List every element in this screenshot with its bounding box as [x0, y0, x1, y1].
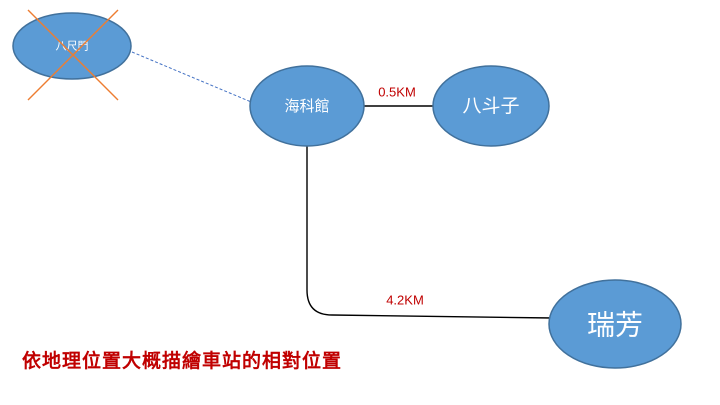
station-ellipse: [548, 279, 682, 369]
distance-label-haikeguan-ruifang: 4.2KM: [386, 293, 424, 308]
station-ellipse: [249, 65, 365, 147]
station-node-haikeguan: 海科館: [249, 65, 365, 147]
station-label-ruifang: 瑞芳: [587, 309, 643, 342]
dashed-link-bachimen-haikeguan: [131, 51, 257, 105]
link-haikeguan-ruifang: [306, 146, 554, 319]
station-node-ruifang: 瑞芳: [548, 279, 682, 369]
station-node-bachimen: 八尺門: [12, 9, 132, 101]
station-ellipse: [12, 12, 132, 80]
cross-out-mark: [27, 9, 119, 101]
station-node-badouzi: 八斗子: [432, 65, 550, 147]
distance-label-haikeguan-badouzi: 0.5KM: [378, 85, 416, 100]
station-label-badouzi: 八斗子: [462, 95, 519, 117]
station-label-haikeguan: 海科館: [284, 97, 329, 115]
station-ellipse: [432, 65, 550, 147]
caption: 依地理位置大概描繪車站的相對位置: [22, 350, 343, 372]
station-label-bachimen: 八尺門: [56, 40, 89, 53]
